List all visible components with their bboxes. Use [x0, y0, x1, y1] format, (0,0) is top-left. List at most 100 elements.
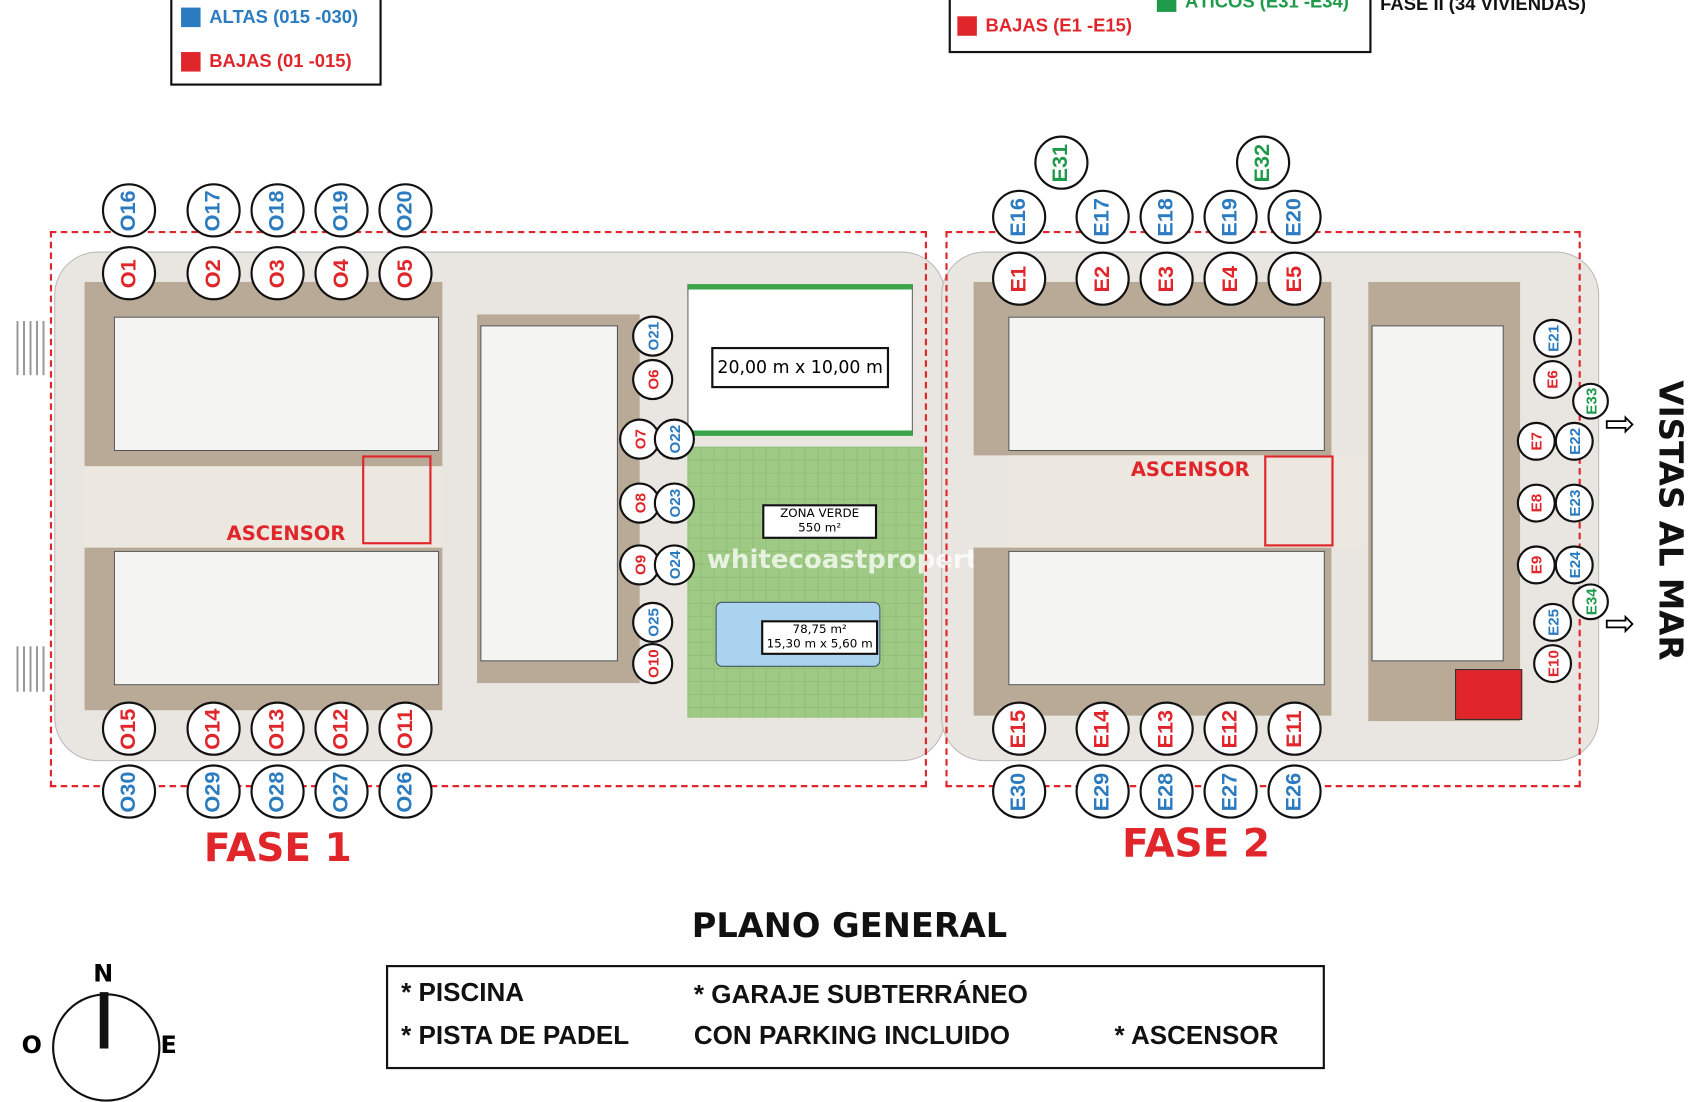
legend-item-bajas: BAJAS (01 -015) — [181, 51, 352, 73]
building-block-south — [1008, 550, 1325, 686]
legend-fase1: ALTAS (015 -030) BAJAS (01 -015) — [170, 0, 382, 86]
unit-label: E32 — [1250, 143, 1275, 182]
unit-label: E2 — [1090, 265, 1115, 292]
feature-piscina: * PISCINA — [401, 978, 525, 1008]
unit-label: O6 — [644, 369, 662, 390]
unit-marker-o29: O29 — [186, 764, 241, 819]
unit-label: E11 — [1282, 709, 1306, 748]
unit-label: E13 — [1154, 709, 1178, 748]
unit-marker-e4: E4 — [1203, 251, 1258, 306]
unit-marker-e32: E32 — [1235, 135, 1291, 190]
unit-label: E15 — [1006, 709, 1031, 748]
side-steps — [16, 320, 49, 376]
feature-parking: CON PARKING INCLUIDO — [693, 1021, 1011, 1051]
legend-label: ALTAS (015 -030) — [209, 6, 359, 28]
legend-label: ÁTICOS (E31 -E34) — [1185, 0, 1349, 12]
unit-marker-o7: O7 — [619, 418, 661, 460]
unit-label: E8 — [1527, 493, 1545, 513]
unit-marker-o17: O17 — [186, 183, 241, 238]
unit-label: E18 — [1154, 197, 1178, 237]
unit-marker-e3: E3 — [1139, 251, 1194, 306]
unit-marker-e9: E9 — [1516, 545, 1556, 585]
unit-label: E28 — [1154, 772, 1178, 811]
unit-marker-e12: E12 — [1203, 701, 1258, 756]
unit-marker-e22: E22 — [1554, 421, 1594, 461]
unit-marker-o8: O8 — [619, 482, 661, 524]
unit-marker-e16: E16 — [992, 189, 1047, 244]
unit-marker-o15: O15 — [101, 701, 157, 756]
unit-marker-e28: E28 — [1139, 764, 1194, 819]
unit-label: E7 — [1527, 432, 1545, 451]
unit-marker-e19: E19 — [1203, 189, 1258, 244]
technical-room — [1454, 669, 1523, 720]
compass-north: N — [93, 960, 114, 988]
unit-marker-o21: O21 — [632, 315, 674, 357]
unit-marker-e27: E27 — [1203, 764, 1258, 819]
unit-label: O22 — [665, 424, 684, 454]
legend-swatch-blue — [181, 7, 201, 28]
unit-marker-e13: E13 — [1139, 701, 1194, 756]
padel-size-label: 20,00 m x 10,00 m — [711, 346, 890, 389]
unit-marker-o13: O13 — [250, 701, 305, 756]
unit-label: O2 — [201, 258, 225, 288]
building-block-north — [1008, 316, 1325, 452]
unit-label: E25 — [1543, 608, 1562, 636]
arrow-right-icon: ⇨ — [1604, 402, 1636, 446]
unit-marker-e34: E34 — [1572, 583, 1609, 621]
unit-label: O30 — [116, 771, 141, 813]
page-title: PLANO GENERAL — [691, 906, 1008, 946]
unit-label: E33 — [1581, 387, 1600, 415]
courtyard — [1008, 455, 1367, 548]
unit-marker-o14: O14 — [186, 701, 241, 756]
elevator-label: ASCENSOR — [226, 522, 346, 546]
building-block-east — [1371, 325, 1504, 662]
legend-swatch-green — [1156, 0, 1177, 12]
unit-label: E5 — [1282, 265, 1306, 292]
arrow-right-icon: ⇨ — [1604, 601, 1636, 646]
unit-marker-e7: E7 — [1516, 421, 1556, 461]
pool-label: 78,75 m² 15,30 m x 5,60 m — [761, 620, 879, 655]
unit-label: O25 — [644, 608, 662, 637]
unit-label: E34 — [1581, 588, 1600, 616]
legend-item-bajas-e: BAJAS (E1 -E15) — [957, 15, 1132, 37]
legend-label: BAJAS (01 -015) — [209, 50, 352, 72]
unit-label: O12 — [329, 708, 353, 750]
sea-view-label: VISTAS AL MAR — [1650, 380, 1689, 661]
unit-label: O1 — [116, 258, 141, 288]
unit-marker-e25: E25 — [1533, 602, 1573, 642]
phase2-label: FASE 2 — [1122, 821, 1271, 867]
compass-west: O — [21, 1032, 42, 1060]
unit-marker-o5: O5 — [378, 246, 433, 301]
unit-label: O16 — [116, 189, 141, 231]
unit-label: O19 — [329, 189, 353, 231]
unit-label: O17 — [201, 189, 225, 231]
unit-marker-o25: O25 — [632, 601, 674, 643]
unit-marker-e20: E20 — [1267, 189, 1322, 244]
unit-label: O20 — [393, 189, 417, 231]
unit-marker-o9: O9 — [619, 544, 661, 586]
unit-marker-e10: E10 — [1533, 644, 1573, 684]
unit-label: E1 — [1006, 265, 1031, 292]
unit-label: E29 — [1090, 772, 1115, 811]
unit-label: E22 — [1565, 427, 1583, 455]
unit-marker-o19: O19 — [314, 183, 369, 238]
legend-swatch-red — [181, 52, 201, 72]
green-zone — [687, 446, 924, 718]
compass-east: E — [160, 1032, 177, 1060]
unit-label: E14 — [1090, 709, 1115, 748]
unit-label: E23 — [1565, 489, 1583, 517]
side-steps — [16, 646, 49, 692]
unit-marker-e5: E5 — [1267, 251, 1322, 306]
unit-label: O18 — [265, 189, 289, 231]
unit-label: E9 — [1527, 555, 1545, 575]
pool-size: 15,30 m x 5,60 m — [766, 636, 873, 651]
unit-marker-e24: E24 — [1554, 545, 1594, 585]
courtyard — [84, 466, 443, 548]
unit-marker-e15: E15 — [992, 701, 1047, 756]
unit-label: O8 — [631, 492, 649, 514]
unit-marker-e6: E6 — [1533, 359, 1573, 400]
unit-label: O29 — [201, 771, 225, 813]
unit-label: E16 — [1006, 197, 1031, 237]
legend-swatch-red — [957, 16, 977, 36]
